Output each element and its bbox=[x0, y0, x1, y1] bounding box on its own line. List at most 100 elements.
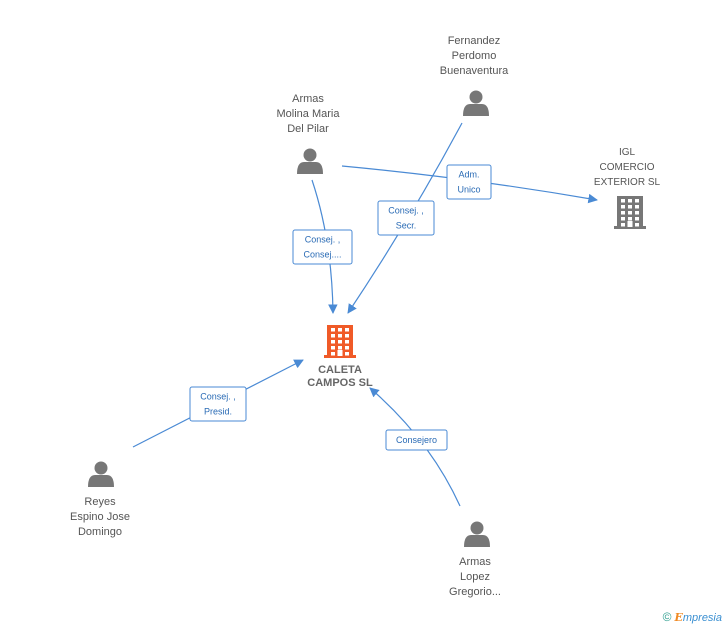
person-icon bbox=[463, 90, 489, 116]
role-text: Consej. , bbox=[305, 235, 341, 245]
role-label-box bbox=[189, 386, 247, 422]
person-head bbox=[94, 461, 108, 475]
building-window bbox=[345, 346, 349, 350]
edge-fernandez-to-caleta: Consej. , Secr. bbox=[347, 122, 463, 314]
building-icon bbox=[614, 196, 646, 229]
building-window bbox=[331, 334, 335, 338]
building-window bbox=[635, 211, 639, 215]
node-label: Armas bbox=[459, 556, 491, 568]
building-icon bbox=[324, 325, 356, 358]
copyright-symbol: © bbox=[662, 610, 672, 624]
edge-armas_molina-to-igl: Adm. Unico bbox=[341, 164, 598, 204]
role-text: Consejero bbox=[396, 435, 437, 445]
person-body bbox=[463, 104, 489, 116]
role-label[interactable]: Consej. , Consej.... bbox=[292, 229, 353, 265]
building-window bbox=[635, 205, 639, 209]
node-label: CALETA bbox=[318, 364, 362, 376]
node-label: Armas bbox=[292, 93, 324, 105]
person-head bbox=[469, 90, 483, 104]
node-label: Fernandez bbox=[448, 35, 501, 47]
node-igl[interactable]: IGL COMERCIO EXTERIOR SL bbox=[594, 147, 661, 229]
building-window bbox=[635, 223, 639, 227]
building-door bbox=[627, 221, 633, 227]
building-window bbox=[338, 346, 342, 350]
building-window bbox=[621, 217, 625, 221]
building-base bbox=[324, 355, 356, 358]
empresia-watermark: © Empresia bbox=[663, 610, 722, 624]
brand-initial: E bbox=[674, 611, 683, 624]
person-icon bbox=[297, 148, 323, 174]
edge-armas_lopez-to-caleta: Consejero bbox=[369, 387, 461, 507]
role-text: Secr. bbox=[396, 221, 417, 231]
edge-reyes-to-caleta: Consej. , Presid. bbox=[132, 359, 304, 448]
node-label: Del Pilar bbox=[287, 123, 329, 135]
node-armas-lopez[interactable]: ArmasLopezGregorio... bbox=[449, 521, 501, 599]
building-window bbox=[338, 334, 342, 338]
person-body bbox=[297, 162, 323, 174]
building-window bbox=[621, 211, 625, 215]
role-label-box bbox=[292, 229, 353, 265]
building-window bbox=[345, 352, 349, 356]
building-door bbox=[337, 350, 343, 356]
node-label: Perdomo bbox=[452, 50, 497, 62]
role-text: Consej. , bbox=[388, 206, 424, 216]
building-window bbox=[621, 205, 625, 209]
person-body bbox=[464, 535, 490, 547]
building-window bbox=[338, 340, 342, 344]
person-head bbox=[303, 148, 317, 162]
node-label: EXTERIOR SL bbox=[594, 177, 661, 188]
building-base bbox=[614, 226, 646, 229]
node-label: Buenaventura bbox=[440, 65, 509, 77]
building-window bbox=[331, 328, 335, 332]
node-label: CAMPOS SL bbox=[307, 377, 373, 389]
node-label: Gregorio... bbox=[449, 586, 501, 598]
building-window bbox=[635, 199, 639, 203]
node-label: Domingo bbox=[78, 526, 122, 538]
node-label: Molina Maria bbox=[277, 108, 341, 120]
node-label: IGL bbox=[619, 147, 636, 158]
building-window bbox=[628, 211, 632, 215]
node-label: Espino Jose bbox=[70, 511, 130, 523]
building-window bbox=[345, 334, 349, 338]
role-label-box bbox=[377, 200, 435, 236]
role-text: Unico bbox=[457, 185, 480, 195]
node-label: Lopez bbox=[460, 571, 490, 583]
role-label[interactable]: Consejero bbox=[385, 429, 448, 451]
role-label[interactable]: Consej. , Presid. bbox=[189, 386, 247, 422]
node-label: COMERCIO bbox=[600, 162, 655, 173]
role-label[interactable]: Consej. , Secr. bbox=[377, 200, 435, 236]
building-window bbox=[338, 328, 342, 332]
role-text: Consej. , bbox=[200, 392, 236, 402]
role-label-box bbox=[385, 429, 448, 451]
brand-name: mpresia bbox=[682, 612, 722, 624]
building-window bbox=[331, 346, 335, 350]
building-window bbox=[628, 205, 632, 209]
person-icon bbox=[88, 461, 114, 487]
person-head bbox=[470, 521, 484, 535]
person-icon bbox=[464, 521, 490, 547]
person-body bbox=[88, 475, 114, 487]
building-window bbox=[331, 340, 335, 344]
building-window bbox=[621, 223, 625, 227]
building-window bbox=[331, 352, 335, 356]
building-window bbox=[345, 340, 349, 344]
building-window bbox=[621, 199, 625, 203]
edge-armas_molina-to-caleta: Consej. , Consej.... bbox=[292, 179, 353, 314]
edges-layer: Consej. , Consej.... Consej. , Secr. Adm. Uni… bbox=[132, 122, 598, 507]
node-label: Reyes bbox=[84, 496, 116, 508]
role-text: Presid. bbox=[204, 407, 232, 417]
building-window bbox=[635, 217, 639, 221]
role-text: Adm. bbox=[458, 170, 479, 180]
building-window bbox=[628, 217, 632, 221]
role-text: Consej.... bbox=[303, 250, 341, 260]
role-label-box bbox=[446, 164, 492, 200]
role-label[interactable]: Adm. Unico bbox=[446, 164, 492, 200]
building-window bbox=[628, 199, 632, 203]
building-window bbox=[345, 328, 349, 332]
